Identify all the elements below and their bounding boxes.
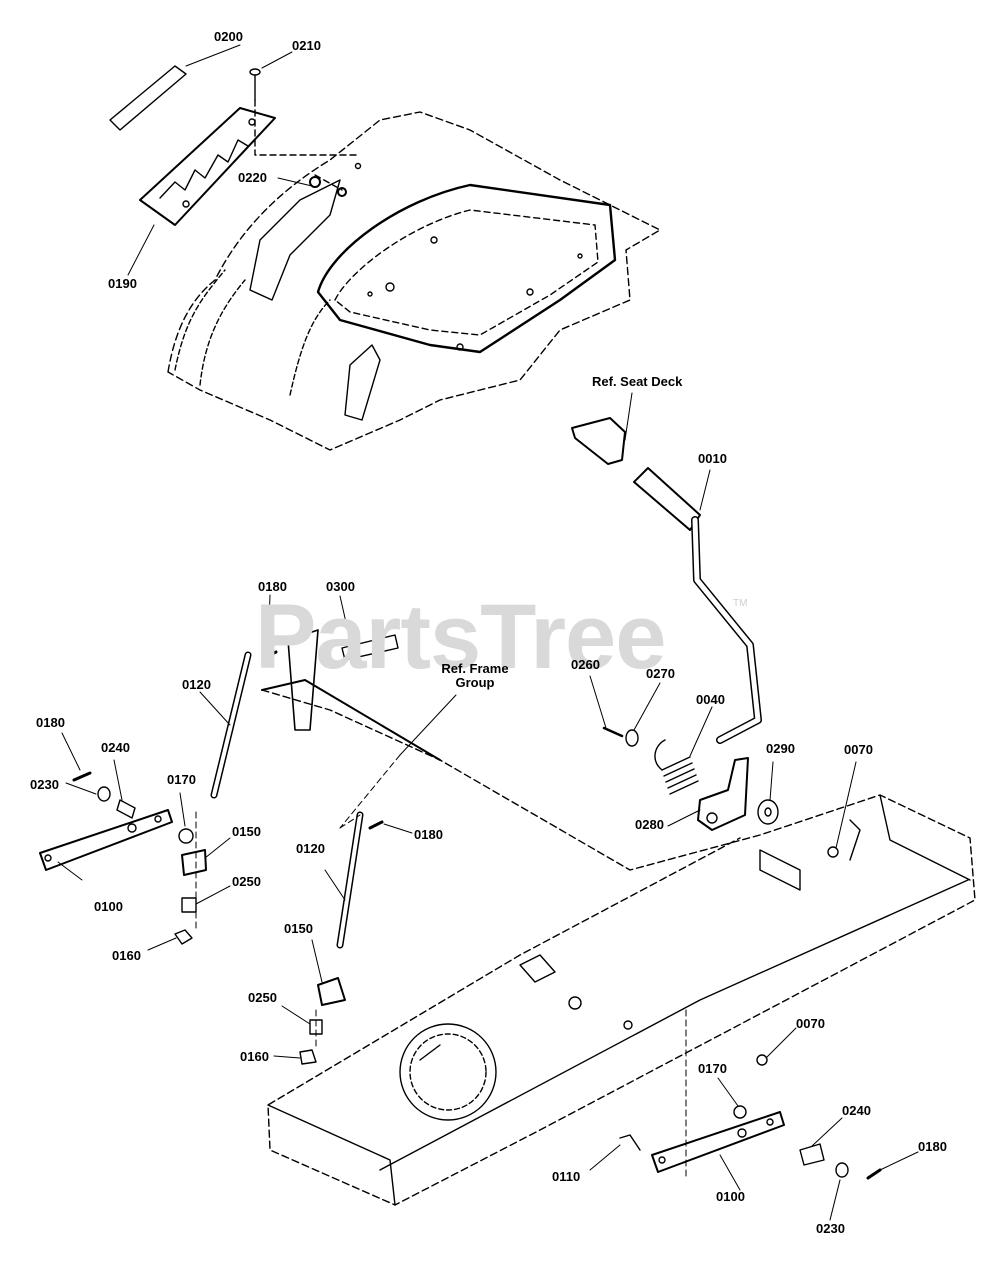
callout-0070-top: 0070: [844, 742, 873, 757]
callout-0230-right: 0230: [816, 1221, 845, 1236]
nut-0070-bottom: [756, 1054, 768, 1066]
watermark-trademark: TM: [733, 598, 748, 609]
callout-0150-left: 0150: [232, 824, 261, 839]
cross-shaft: [261, 679, 441, 761]
frame-drawing: [261, 689, 976, 1206]
leader-lines: [57, 44, 919, 1221]
callout-0180-left: 0180: [36, 715, 65, 730]
callout-0260: 0260: [571, 657, 600, 672]
nut-0170-right: [733, 1105, 747, 1119]
callout-0250-mid: 0250: [248, 990, 277, 1005]
callout-0160-mid: 0160: [240, 1049, 269, 1064]
nut-0170-left: [178, 828, 194, 844]
callout-0120-mid: 0120: [296, 841, 325, 856]
callout-0180-right: 0180: [918, 1139, 947, 1154]
spring-0040: [654, 739, 699, 795]
callout-0040: 0040: [696, 692, 725, 707]
callout-0170-right: 0170: [698, 1061, 727, 1076]
callout-0250-left: 0250: [232, 874, 261, 889]
callout-0150-mid: 0150: [284, 921, 313, 936]
trunnion-0150-left: [181, 849, 207, 876]
callout-0290: 0290: [766, 741, 795, 756]
callout-0280: 0280: [635, 817, 664, 832]
ref-frame-group-line2: Group: [455, 675, 495, 690]
spacer-0250-left: [181, 897, 197, 913]
bolt-0110: [619, 1134, 641, 1151]
callout-0220: 0220: [238, 170, 267, 185]
bushing-0240-left: [116, 799, 136, 819]
handle-bracket: [697, 757, 749, 831]
nut-0070-top: [827, 846, 839, 858]
callout-0120-left: 0120: [182, 677, 211, 692]
callout-0070-bottom: 0070: [796, 1016, 825, 1031]
callout-0160-left: 0160: [112, 948, 141, 963]
seat-adjust-plate: [139, 107, 276, 226]
seat-adjust-handle: [571, 417, 762, 744]
adjust-arm-left: [39, 809, 173, 871]
bushing-0240-right: [799, 1143, 825, 1166]
adjust-arm-right: [651, 1111, 785, 1173]
nut-0160-left: [174, 929, 193, 945]
callout-0190: 0190: [108, 276, 137, 291]
callout-0010: 0010: [698, 451, 727, 466]
callout-0240-right: 0240: [842, 1103, 871, 1118]
callout-0210: 0210: [292, 38, 321, 53]
callout-0170-left: 0170: [167, 772, 196, 787]
callout-0200: 0200: [214, 29, 243, 44]
clip-0300: [341, 634, 399, 661]
nut-0160-mid: [299, 1049, 317, 1065]
callout-0100-left: 0100: [94, 899, 123, 914]
callout-0300: 0300: [326, 579, 355, 594]
ref-frame-group-label: Ref. Frame Group: [435, 662, 515, 690]
callout-0270: 0270: [646, 666, 675, 681]
washer-0230-left: [97, 786, 111, 802]
bolt-0210: [249, 68, 261, 101]
seat-pan-drawing: [167, 111, 661, 451]
washer-0290: [757, 799, 779, 825]
trunnion-0150-mid: [317, 977, 346, 1006]
callout-0180-top: 0180: [258, 579, 287, 594]
callout-0180-mid: 0180: [414, 827, 443, 842]
callout-0230-left: 0230: [30, 777, 59, 792]
callout-0240-left: 0240: [101, 740, 130, 755]
ref-seat-deck-label: Ref. Seat Deck: [592, 374, 683, 389]
decal-strip: [109, 65, 187, 131]
callout-0100-right: 0100: [716, 1189, 745, 1204]
ref-frame-group-line1: Ref. Frame: [441, 661, 509, 676]
washer-0230-right: [835, 1162, 849, 1178]
callout-0110: 0110: [552, 1169, 581, 1184]
